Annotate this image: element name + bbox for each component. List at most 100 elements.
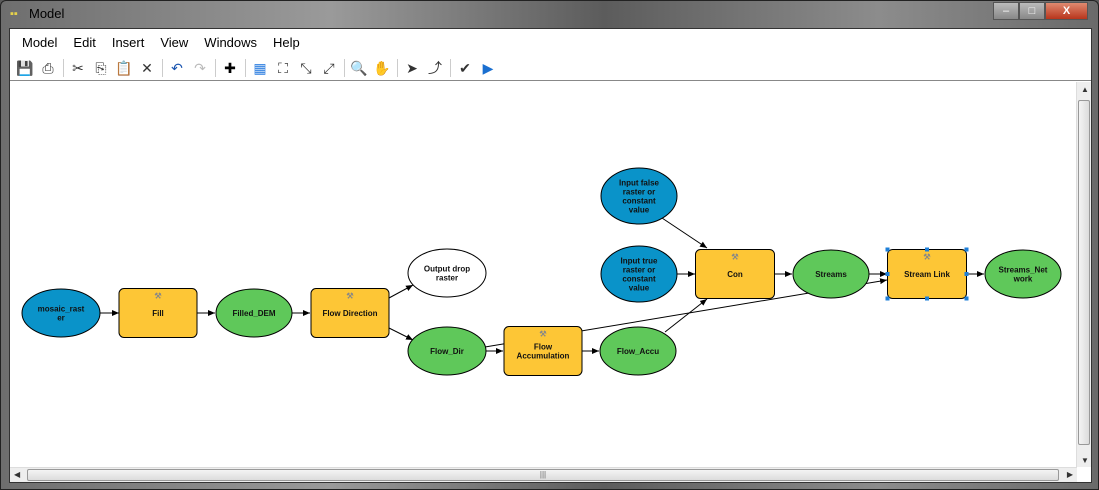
tool-shape [695,249,775,299]
selection-handle[interactable] [964,272,969,276]
scroll-down-icon[interactable]: ▼ [1081,456,1089,465]
node-flowacc[interactable]: Flow_Accu [599,326,677,376]
menu-model[interactable]: Model [22,35,58,50]
scroll-left-icon[interactable]: ◀ [14,470,21,479]
copy-icon[interactable]: ⎘ [95,59,107,76]
hammer-icon: ⚒ [731,253,738,262]
hammer-icon: ⚒ [154,292,161,301]
fixed-zoom-in-icon[interactable]: ⤡ [300,59,312,76]
output-shape [984,249,1062,299]
hammer-icon: ⚒ [539,330,546,339]
toolbar-separator [245,58,246,77]
selection-handle[interactable] [964,247,969,252]
node-filled[interactable]: Filled_DEM [215,288,293,338]
tool-shape [503,326,583,376]
select-icon[interactable]: ➤ [406,59,418,76]
run-icon[interactable]: ▶ [482,59,494,76]
node-con[interactable]: ⚒ Con [695,249,775,299]
empty-shape [407,248,487,298]
maximize-button[interactable]: □ [1019,2,1045,20]
window-title: Model [29,6,65,21]
node-label: Flow_Accu [617,347,659,356]
auto-layout-icon[interactable]: ▦ [253,59,267,76]
scroll-up-icon[interactable]: ▲ [1081,85,1089,94]
node-streamlink[interactable]: ⚒Stream Link [885,247,969,301]
title-bar[interactable]: ▪▪ Model – □ X [1,1,1098,28]
selection-handle[interactable] [885,296,890,301]
connect-icon[interactable]: ⤴ [428,59,442,76]
selection-handle[interactable] [885,247,890,252]
add-data-icon[interactable]: ✚ [224,59,236,76]
pan-icon[interactable]: ✋ [373,59,391,76]
full-extent-icon[interactable]: ⛶ [278,59,288,76]
menu-view[interactable]: View [160,35,189,50]
save-icon[interactable]: 💾 [16,59,34,76]
selection-handle[interactable] [964,296,969,301]
connector [388,284,414,299]
vertical-scroll-thumb[interactable] [1078,100,1090,445]
delete-icon[interactable]: ✕ [141,59,153,76]
fixed-zoom-out-icon[interactable]: ⤢ [323,59,335,76]
menu-windows[interactable]: Windows [204,35,258,50]
tool-shape [310,288,390,338]
node-fill[interactable]: ⚒ Fill [118,288,198,338]
paste-icon[interactable]: 📋 [115,59,133,76]
undo-icon[interactable]: ↶ [171,59,183,76]
node-flowdir[interactable]: Flow_Dir [407,326,487,376]
zoom-in-icon[interactable]: 🔍 [350,59,368,76]
toolbar: 💾 ⎙ ✂ ⎘ 📋 ✕ ↶ ↷ ✚ ▦ ⛶ ⤡ ⤢ 🔍 ✋ ➤ ⤴ ✔ ▶ [10,55,1091,81]
node-flowdir-tool[interactable]: ⚒Flow Direction [310,288,390,338]
menu-insert[interactable]: Insert [111,35,145,50]
toolbar-separator [344,58,345,77]
menu-bar: Model Edit Insert View Windows Help [10,29,1091,53]
scroll-right-icon[interactable]: ▶ [1066,470,1073,479]
close-button[interactable]: X [1045,2,1088,20]
selection-handle[interactable] [885,272,890,276]
hammer-icon: ⚒ [923,253,930,262]
horizontal-scrollbar[interactable]: ◀ ||| ▶ [10,467,1077,482]
toolbar-separator [63,58,64,77]
cut-icon[interactable]: ✂ [72,59,84,76]
selection-handle[interactable] [925,296,929,301]
node-label: Flow_Dir [430,347,464,356]
output-shape [215,288,293,338]
horizontal-scroll-thumb[interactable]: ||| [27,469,1059,481]
redo-icon[interactable]: ↷ [194,59,206,76]
output-shape [407,326,487,376]
validate-icon[interactable]: ✔ [459,59,471,76]
toolbar-separator [215,58,216,77]
client-area: Model Edit Insert View Windows Help 💾 ⎙ ✂ ⎘… [9,28,1092,483]
node-label: Con [727,270,743,279]
print-icon[interactable]: ⎙ [42,59,54,76]
connector [661,217,708,249]
selection-handle[interactable] [925,247,929,252]
minimize-button[interactable]: – [993,2,1019,20]
node-label: Streams [815,270,847,279]
toolbar-separator [450,58,451,77]
menu-edit[interactable]: Edit [73,35,96,50]
toolbar-separator [397,58,398,77]
connector [388,327,414,341]
output-shape [792,249,870,299]
connector [664,298,708,333]
menu-help[interactable]: Help [273,35,300,50]
node-label: Flow Direction [322,309,377,318]
node-streams[interactable]: Streams [792,249,870,299]
node-label: Fill [152,309,164,318]
vertical-scrollbar[interactable]: ▲ ▼ [1076,82,1091,467]
